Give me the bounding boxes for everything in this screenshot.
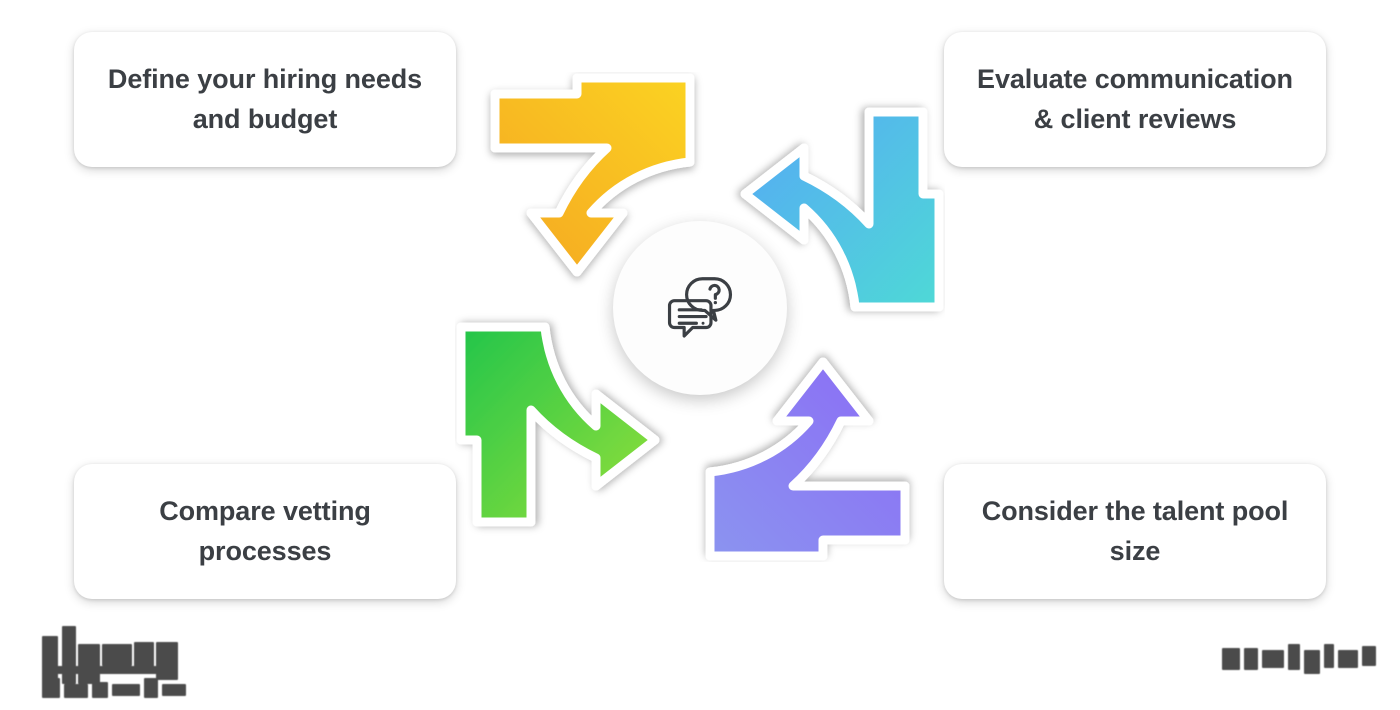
arrow-orange[interactable] <box>490 73 695 277</box>
watermark-bottom-right <box>1222 640 1382 676</box>
card-top-left[interactable]: Define your hiring needs and budget <box>74 32 456 167</box>
arrow-purple[interactable] <box>705 357 910 561</box>
arrow-teal[interactable] <box>740 107 944 312</box>
card-bottom-left[interactable]: Compare vetting processes <box>74 464 456 599</box>
card-bottom-left-text: Compare vetting processes <box>159 496 371 566</box>
card-bottom-right-text: Consider the talent pool size <box>981 496 1289 566</box>
arrow-green[interactable] <box>456 322 660 527</box>
card-top-right-text: Evaluate communication & client reviews <box>977 64 1293 134</box>
card-bottom-right[interactable]: Consider the talent pool size <box>944 464 1326 599</box>
visible-blades <box>456 73 944 561</box>
card-top-left-text: Define your hiring needs and budget <box>107 64 423 134</box>
pinwheel-arrows <box>455 72 945 562</box>
watermark-bottom-left <box>30 626 210 698</box>
chat-question-icon <box>667 277 733 338</box>
card-top-right[interactable]: Evaluate communication & client reviews <box>944 32 1326 167</box>
center-hub <box>609 217 791 399</box>
